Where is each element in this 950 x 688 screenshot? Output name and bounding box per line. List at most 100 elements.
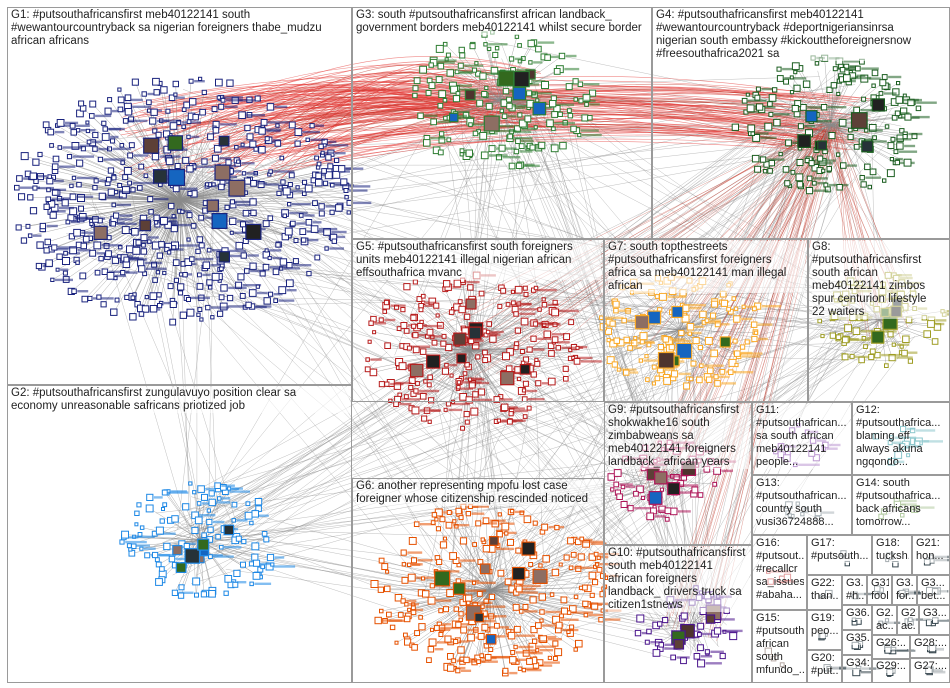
intra-edge [179,199,189,300]
intra-edge [179,199,226,252]
red-cross-edge [223,104,875,172]
group-label-g34: G34:... [846,657,869,670]
hub-edge [708,126,837,614]
intra-edge [112,140,181,201]
intra-edge [179,106,271,201]
cross-edge [192,290,844,307]
cross-edge [172,160,502,576]
cross-edge [216,304,660,510]
red-cross-edge [266,79,525,137]
group-box-g18: G18: tucksh... [872,535,912,575]
cross-edge [537,99,709,622]
intra-edge [456,71,501,101]
intra-edge [499,99,503,149]
vertex [411,406,420,415]
intra-edge [92,199,181,226]
cross-edge [212,349,459,539]
cross-edge [185,334,923,562]
vertex [445,401,452,407]
group-box-g5: G5: #putsouthafricansfirst south foreign… [352,239,604,402]
group-box-g19: G19: peo... [807,610,842,650]
intra-edge [829,124,844,166]
intra-edge [92,103,181,201]
vertex [464,419,470,425]
group-label-g36: G36... [846,607,869,620]
group-box-g6: G6: another representing mpofu lost case… [352,478,604,683]
intra-edge [799,124,831,185]
cross-edge [545,332,634,588]
group-box-g9: G9: #putsouthafricansfirst shokwakhe16 s… [604,402,752,545]
cross-edge [494,105,697,628]
hub-edge [447,123,840,323]
cross-edge [484,390,534,652]
intra-edge [53,177,181,201]
intra-edge [829,77,848,126]
group-label-g14: G14: south #putsouthafrica... back afric… [856,477,947,529]
cross-edge [206,94,827,561]
cross-edge [509,144,658,336]
group-box-g31: G31: fool... [867,575,892,605]
vertex [496,418,501,423]
intra-edge [829,86,888,126]
intra-edge [179,158,216,201]
intra-edge [52,199,181,281]
group-box-g33: G3... [919,605,950,635]
group-label-g32: G3... for... [896,577,914,603]
intra-edge [179,199,201,310]
group-label-g31: G31: fool... [871,577,889,603]
intra-edge [446,59,501,101]
group-label-g6: G6: another representing mpofu lost case… [356,480,601,506]
group-box-g21: G21: hon... [912,535,950,575]
cross-edge [112,249,889,338]
intra-edge [60,122,181,201]
cross-edge [712,76,808,611]
cross-edge [197,539,656,622]
group-box-g15: G15: #putsouth... african south mfundo_.… [752,610,807,683]
intra-edge [199,539,257,564]
group-box-g7: G7: south topthestreets #putsouthafrican… [604,239,808,402]
group-box-g36: G36... [842,605,872,630]
cross-edge [166,277,490,663]
intra-edge [829,61,840,126]
intra-edge [829,76,843,126]
group-box-g25: G2... ac... [872,605,897,635]
group-box-g29: G29:... [872,658,910,683]
intra-edge [159,530,201,541]
group-label-g11: G11: #putsouthafrican... sa south africa… [756,404,849,469]
cross-edge [145,227,237,523]
hub-edge [683,129,829,613]
intra-edge [199,539,271,558]
group-box-g4: G4: #putsouthafricansfirst meb40122141 #… [652,7,950,239]
group-box-g23: G3... #h... [842,575,867,605]
intra-edge [795,66,831,126]
group-label-g20: G20: #put... [811,652,839,678]
group-label-g28: G28:... [914,637,947,650]
group-box-g22: G22: than... [807,575,842,610]
cross-edge [695,316,914,320]
hub-edge [463,123,828,334]
intra-edge [124,534,201,541]
vertex [421,415,428,422]
red-cross-edge [119,98,787,176]
intra-edge [174,518,201,541]
vertex [522,414,528,419]
group-label-g17: G17: #putsouth... [811,537,869,563]
cross-edge [241,201,473,378]
group-label-g18: G18: tucksh... [876,537,909,563]
cross-edge [180,147,641,322]
cross-edge [479,313,507,633]
vertex [507,418,513,425]
group-label-g23: G3... #h... [846,577,864,603]
group-box-g26: G26:... [872,635,910,660]
intra-edge [461,99,501,155]
cross-edge [216,185,571,599]
red-cross-edge [314,129,807,150]
vertex [508,411,514,417]
group-label-g21: G21: hon... [916,537,947,563]
intra-edge [57,125,181,201]
group-label-g22: G22: than... [811,577,839,603]
group-label-g7: G7: south topthestreets #putsouthafrican… [608,241,805,293]
intra-edge [420,99,501,117]
cross-edge [181,94,448,550]
group-label-g26: G26:... [876,637,907,650]
